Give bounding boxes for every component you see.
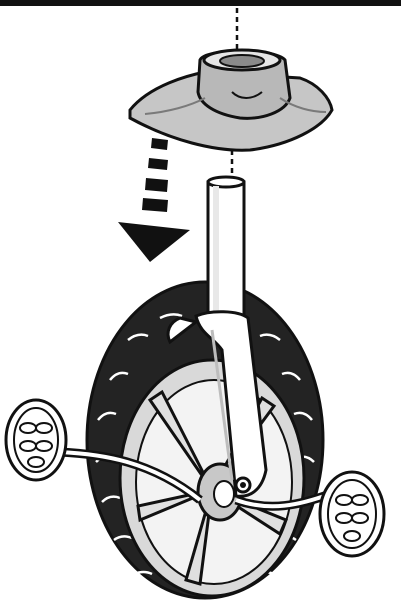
pedal-icon — [320, 472, 384, 556]
top-border — [0, 0, 401, 6]
seat-cap-icon — [130, 50, 332, 150]
pedal-icon — [6, 400, 66, 480]
arrow-down-icon — [118, 138, 190, 262]
post-icon — [208, 177, 244, 322]
